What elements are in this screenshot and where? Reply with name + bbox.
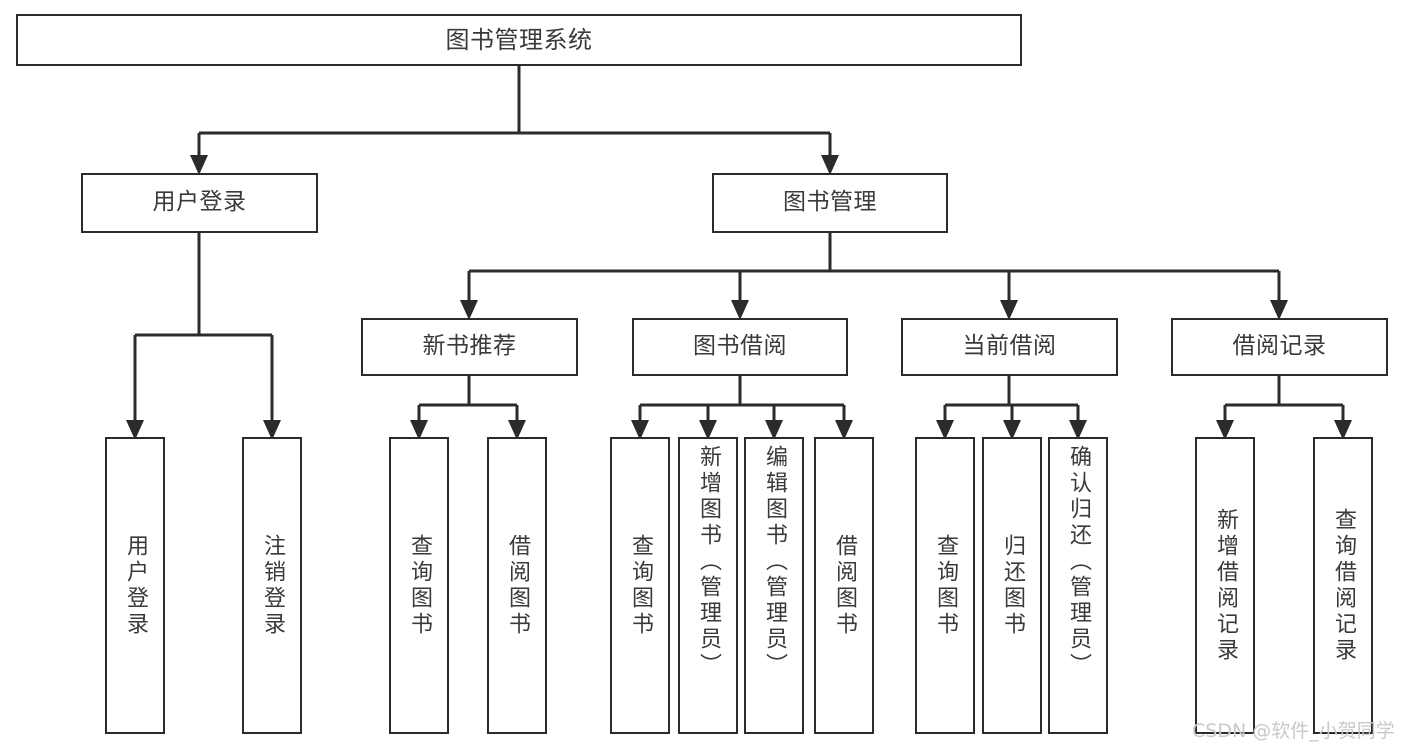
node-leaf-query-record-label: 查询借阅记录 xyxy=(1331,507,1356,664)
node-root-label: 图书管理系统 xyxy=(445,25,593,54)
node-current-borrow-label: 当前借阅 xyxy=(962,333,1057,360)
node-user-login[interactable]: 用户登录 xyxy=(81,173,318,233)
node-leaf-user-login[interactable]: 用户登录 xyxy=(105,437,165,734)
node-leaf-return-book[interactable]: 归还图书 xyxy=(982,437,1042,734)
node-leaf-query-book-1[interactable]: 查询图书 xyxy=(389,437,449,734)
node-leaf-query-book-1-label: 查询图书 xyxy=(407,533,432,638)
node-leaf-borrow-book-2-label: 借阅图书 xyxy=(832,533,857,638)
node-user-login-label: 用户登录 xyxy=(152,189,247,216)
node-leaf-user-login-label: 用户登录 xyxy=(123,533,148,638)
node-book-manage-label: 图书管理 xyxy=(783,189,877,216)
node-leaf-confirm-return-label: 确认归还（管理员） xyxy=(1066,445,1091,679)
node-leaf-return-book-label: 归还图书 xyxy=(1000,533,1025,638)
watermark: CSDN @软件_小贺同学 xyxy=(1192,720,1395,742)
node-leaf-add-book[interactable]: 新增图书（管理员） xyxy=(678,437,738,734)
node-book-borrow[interactable]: 图书借阅 xyxy=(632,318,848,376)
node-leaf-confirm-return[interactable]: 确认归还（管理员） xyxy=(1048,437,1108,734)
node-new-book-rec-label: 新书推荐 xyxy=(422,333,517,360)
node-leaf-query-book-3[interactable]: 查询图书 xyxy=(915,437,975,734)
node-book-borrow-label: 图书借阅 xyxy=(693,333,787,360)
node-leaf-edit-book[interactable]: 编辑图书（管理员） xyxy=(744,437,804,734)
node-current-borrow[interactable]: 当前借阅 xyxy=(901,318,1118,376)
node-leaf-query-book-2[interactable]: 查询图书 xyxy=(610,437,670,734)
node-leaf-borrow-book-1[interactable]: 借阅图书 xyxy=(487,437,547,734)
node-leaf-query-book-2-label: 查询图书 xyxy=(628,533,653,638)
node-leaf-add-record-label: 新增借阅记录 xyxy=(1213,507,1238,664)
node-leaf-borrow-book-1-label: 借阅图书 xyxy=(505,533,530,638)
node-book-manage[interactable]: 图书管理 xyxy=(712,173,948,233)
node-borrow-record[interactable]: 借阅记录 xyxy=(1171,318,1388,376)
node-leaf-add-record[interactable]: 新增借阅记录 xyxy=(1195,437,1255,734)
node-leaf-edit-book-label: 编辑图书（管理员） xyxy=(762,445,787,679)
node-leaf-logout-label: 注销登录 xyxy=(260,533,285,638)
node-leaf-add-book-label: 新增图书（管理员） xyxy=(696,445,721,679)
node-leaf-logout[interactable]: 注销登录 xyxy=(242,437,302,734)
node-leaf-query-book-3-label: 查询图书 xyxy=(933,533,958,638)
node-new-book-rec[interactable]: 新书推荐 xyxy=(361,318,578,376)
node-root[interactable]: 图书管理系统 xyxy=(16,14,1022,66)
node-leaf-borrow-book-2[interactable]: 借阅图书 xyxy=(814,437,874,734)
node-borrow-record-label: 借阅记录 xyxy=(1232,333,1327,360)
node-leaf-query-record[interactable]: 查询借阅记录 xyxy=(1313,437,1373,734)
